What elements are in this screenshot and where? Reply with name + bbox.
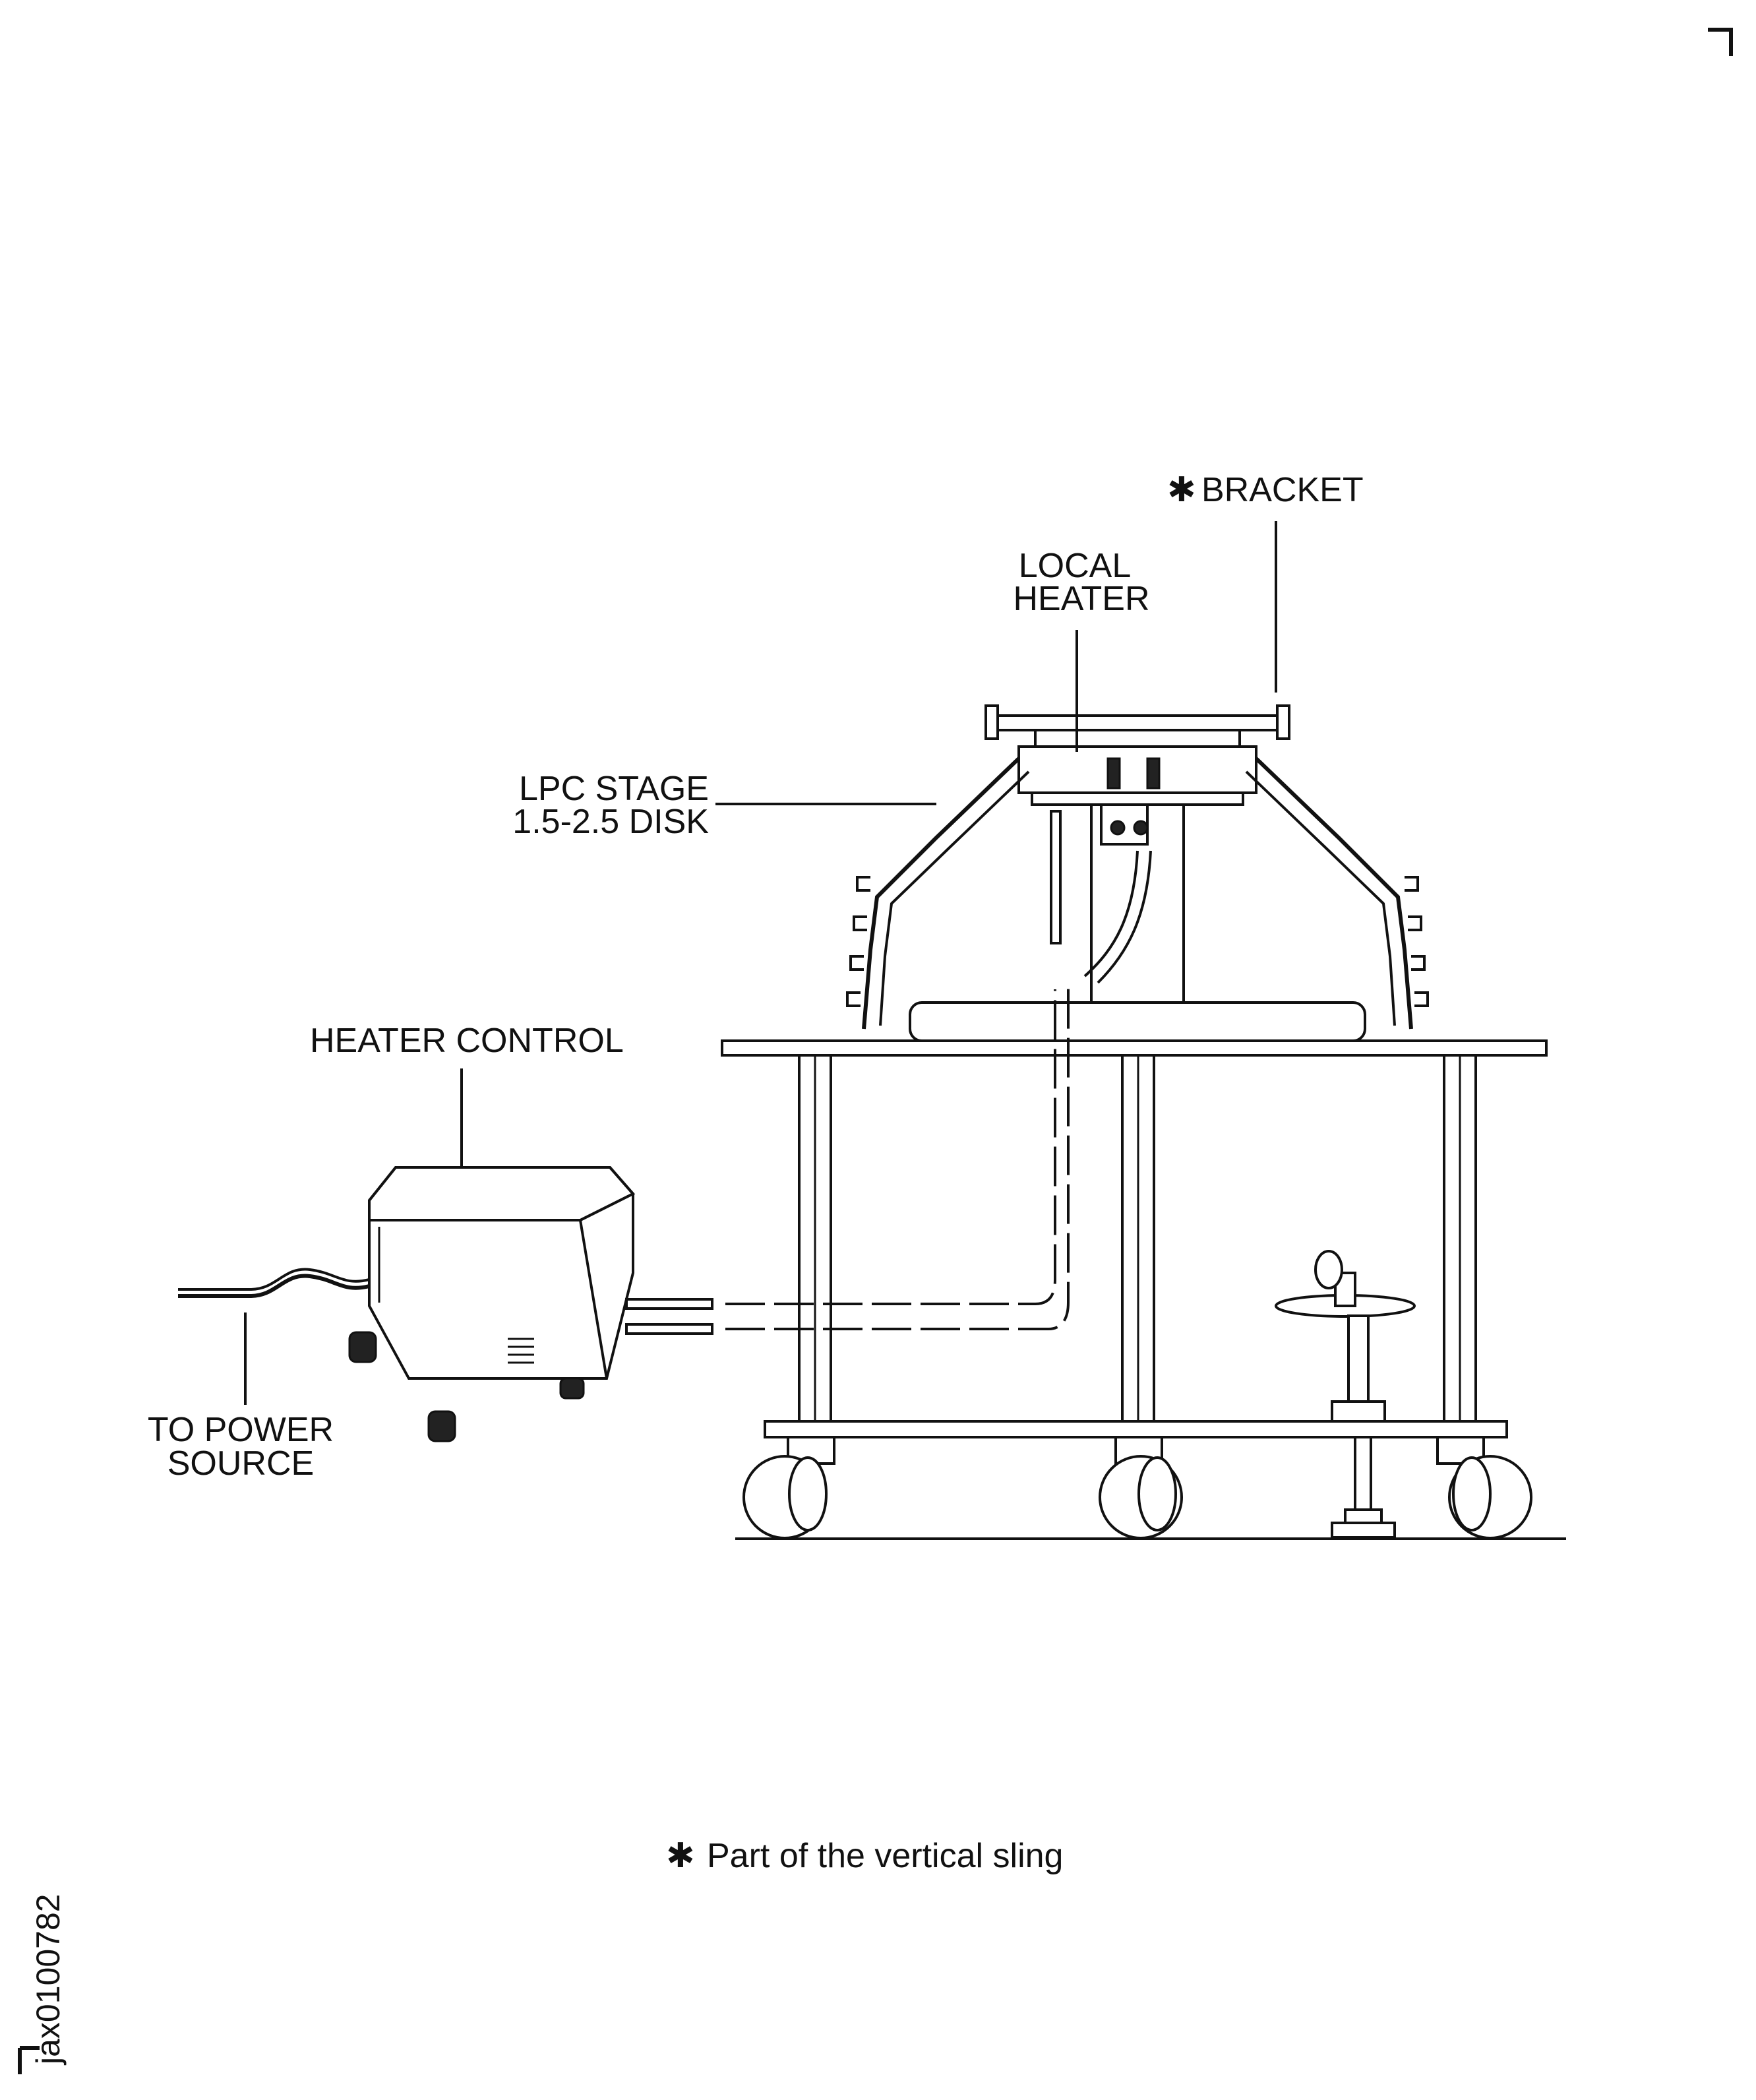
label-lpc-stage: LPC STAGE 1.5-2.5 DISK — [512, 770, 709, 841]
svg-text:TO POWER: TO POWER — [148, 1411, 334, 1449]
svg-text:jax0100782: jax0100782 — [30, 1894, 67, 2066]
heater-cable-run — [725, 986, 1070, 1330]
svg-text:HEATER: HEATER — [1013, 580, 1149, 618]
footnote: ✱ Part of the vertical sling — [666, 1837, 1063, 1875]
svg-text:SOURCE: SOURCE — [167, 1444, 314, 1483]
leveling-jack — [1275, 1250, 1416, 1539]
asterisk-icon: ✱ — [666, 1837, 695, 1875]
corner-mark-bottom-left — [18, 2046, 40, 2074]
svg-text:LOCAL: LOCAL — [1019, 547, 1132, 585]
caster-wheel-right — [1436, 1436, 1532, 1539]
svg-text:Part of the vertical sling: Part of the vertical sling — [707, 1837, 1063, 1875]
leader-lines — [244, 521, 1277, 1405]
svg-text:1.5-2.5 DISK: 1.5-2.5 DISK — [512, 803, 709, 841]
vent-grille — [508, 1338, 534, 1364]
label-bracket: ✱ BRACKET — [1167, 471, 1364, 509]
figure-id: jax0100782 — [30, 1894, 67, 2066]
label-local-heater: LOCAL HEATER — [1013, 547, 1149, 618]
asterisk-icon: ✱ — [1167, 471, 1196, 509]
caster-wheel-left — [742, 1436, 835, 1539]
svg-text:LPC STAGE: LPC STAGE — [519, 770, 709, 808]
label-power-source: TO POWER SOURCE — [148, 1411, 334, 1483]
svg-text:BRACKET: BRACKET — [1201, 471, 1364, 509]
fixture-stand — [721, 764, 1566, 1540]
heater-control-unit — [178, 1166, 713, 1442]
corner-mark-top-right — [1708, 28, 1733, 56]
label-heater-control: HEATER CONTROL — [310, 1022, 624, 1060]
caster-wheel-middle — [1099, 1436, 1183, 1539]
svg-text:HEATER CONTROL: HEATER CONTROL — [310, 1022, 624, 1060]
lpc-disk-assembly — [846, 704, 1429, 1042]
